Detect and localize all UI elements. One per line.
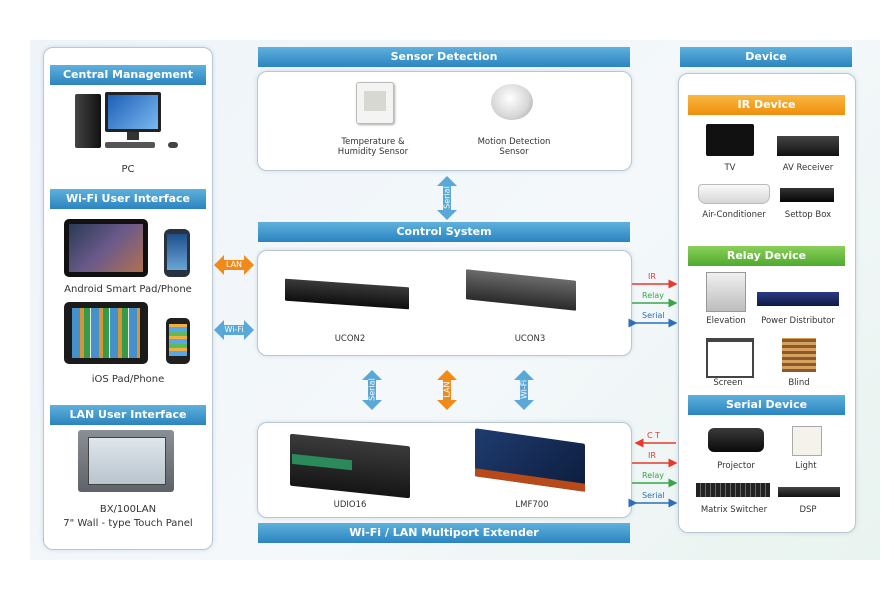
- power-distributor-image: [757, 292, 839, 306]
- projector-image: [708, 428, 764, 452]
- elevation-image: [706, 272, 746, 312]
- ios-tablet-image: [64, 302, 148, 364]
- motion-label-line2: Sensor: [499, 147, 529, 157]
- motion-label-line1: Motion Detection: [477, 137, 551, 147]
- power-distributor-label: Power Distributor: [761, 316, 835, 326]
- ir-control-label: IR: [648, 272, 656, 281]
- screen-label: Screen: [713, 378, 743, 388]
- serial-extender-label: Serial: [367, 378, 377, 401]
- android-label: Android Smart Pad/Phone: [64, 284, 192, 295]
- light-label: Light: [795, 461, 817, 471]
- pc-label: PC: [121, 164, 135, 175]
- udio16-label: UDIO16: [333, 500, 367, 510]
- light-image: [792, 426, 822, 456]
- sensor-detection-panel: [257, 71, 632, 171]
- serial-device-header: Serial Device: [688, 395, 845, 415]
- iphone-image: [166, 318, 190, 364]
- ucon3-label: UCON3: [514, 334, 546, 344]
- blind-image: [782, 338, 816, 372]
- wifi-left-arrow: [214, 320, 254, 340]
- temperature-label-line2: Humidity Sensor: [337, 147, 409, 157]
- projector-label: Projector: [717, 461, 755, 471]
- settop-box-image: [780, 188, 834, 202]
- air-conditioner-label: Air-Conditioner: [702, 210, 766, 220]
- touch-panel-type-label: 7" Wall - type Touch Panel: [63, 518, 193, 529]
- air-conditioner-image: [698, 184, 770, 204]
- matrix-switcher-label: Matrix Switcher: [700, 505, 768, 515]
- matrix-switcher-image: [696, 483, 770, 497]
- temperature-sensor-image: [356, 82, 394, 124]
- relay-device-header: Relay Device: [688, 246, 845, 266]
- sensor-detection-header: Sensor Detection: [258, 47, 630, 67]
- ct-extender-label: C T: [647, 431, 661, 440]
- relay-control-label: Relay: [642, 291, 664, 300]
- serial-sensor-arrow: [437, 176, 457, 220]
- temperature-label-line1: Temperature &: [341, 137, 405, 147]
- wifi-left-label: Wi-Fi: [224, 325, 244, 334]
- ios-label: iOS Pad/Phone: [91, 374, 165, 385]
- touch-panel-image: [78, 430, 174, 492]
- tv-image: [706, 124, 754, 156]
- dsp-image: [778, 487, 840, 497]
- lmf700-label: LMF700: [515, 500, 549, 510]
- dsp-label: DSP: [799, 505, 817, 515]
- lan-left-arrow: [214, 255, 254, 275]
- ucon2-label: UCON2: [334, 334, 366, 344]
- blind-label: Blind: [788, 378, 810, 388]
- serial-extender-arrow: [362, 370, 382, 410]
- central-management-header: Central Management System: [50, 65, 206, 101]
- motion-sensor-image: [491, 84, 533, 120]
- android-tablet-image: [64, 219, 148, 277]
- touch-panel-model-label: BX/100LAN: [99, 504, 157, 515]
- lan-user-interface-header: LAN User Interface: [50, 405, 206, 425]
- android-phone-image: [164, 229, 190, 277]
- settop-box-label: Settop Box: [784, 210, 832, 220]
- extender-header: Wi-Fi / LAN Multiport Extender: [258, 523, 630, 543]
- tv-label: TV: [724, 163, 736, 173]
- ir-device-header: IR Device: [688, 95, 845, 115]
- wifi-extender-label: Wi-Fi: [519, 379, 529, 400]
- control-system-header: Control System: [258, 222, 630, 242]
- lan-left-label: LAN: [225, 260, 243, 269]
- lan-extender-label: LAN: [442, 381, 452, 398]
- serial-control-label: Serial: [642, 311, 665, 320]
- av-receiver-label: AV Receiver: [782, 163, 834, 173]
- serial-extender-device-label: Serial: [642, 491, 665, 500]
- relay-extender-label: Relay: [642, 471, 664, 480]
- wifi-extender-arrow: [514, 370, 534, 410]
- serial-sensor-label: Serial: [442, 186, 452, 209]
- pc-image: [75, 92, 185, 154]
- device-header: Device: [680, 47, 852, 67]
- ir-extender-label: IR: [648, 451, 656, 460]
- av-receiver-image: [777, 136, 839, 156]
- screen-image: [706, 338, 754, 378]
- wifi-user-interface-header: Wi-Fi User Interface: [50, 189, 206, 209]
- elevation-label: Elevation: [706, 316, 746, 326]
- lan-extender-arrow: [437, 370, 457, 410]
